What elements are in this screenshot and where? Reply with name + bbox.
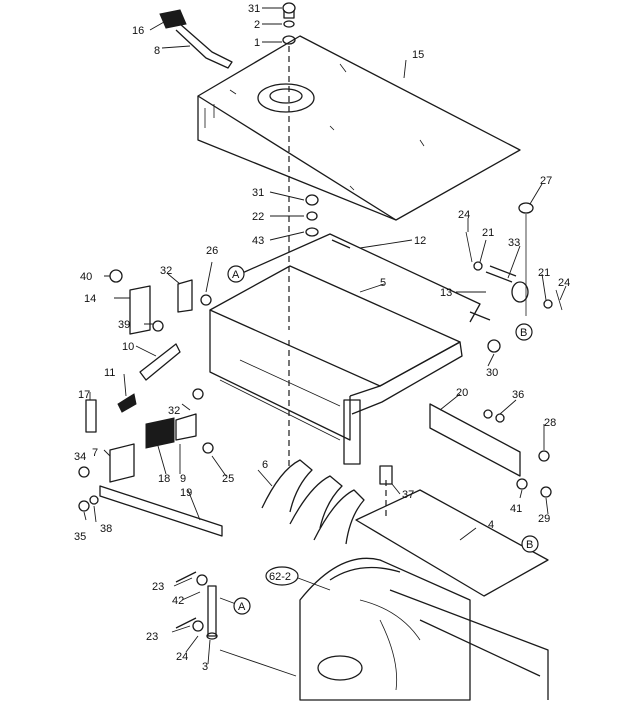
callout-36: 36 — [512, 389, 524, 401]
callout-31-top: 31 — [248, 3, 260, 15]
callout-39: 39 — [118, 319, 130, 331]
callout-40: 40 — [80, 271, 92, 283]
callout-22: 22 — [252, 211, 264, 223]
callout-7: 7 — [92, 447, 98, 459]
callout-5: 5 — [380, 277, 386, 289]
marker-b-lower: B — [521, 535, 539, 553]
svg-text:B: B — [526, 539, 533, 551]
callout-21-left: 21 — [482, 227, 494, 239]
callout-2: 2 — [254, 19, 260, 31]
shift-forks — [261, 459, 365, 545]
callout-35: 35 — [74, 531, 86, 543]
callout-12: 12 — [414, 235, 426, 247]
right-side-parts — [429, 202, 563, 498]
callout-28: 28 — [544, 417, 556, 429]
callout-labels: 31 2 1 16 8 15 31 22 43 12 26 32 5 40 14… — [74, 3, 570, 673]
callout-34: 34 — [74, 451, 86, 463]
callout-14: 14 — [84, 293, 96, 305]
callout-18: 18 — [158, 473, 170, 485]
leader-lines — [83, 7, 567, 677]
main-frame — [209, 233, 491, 465]
callout-11: 11 — [104, 367, 115, 379]
transmission-housing — [299, 557, 549, 701]
plate-assembly — [78, 388, 223, 537]
callout-23-top: 23 — [152, 581, 164, 593]
svg-text:A: A — [232, 269, 240, 281]
callout-10: 10 — [122, 341, 134, 353]
marker-b-right: B — [515, 323, 533, 341]
callout-41: 41 — [510, 503, 522, 515]
callout-27: 27 — [540, 175, 552, 187]
lever-arms — [85, 343, 181, 433]
callout-1: 1 — [254, 37, 260, 49]
callout-29: 29 — [538, 513, 550, 525]
reference-callout: 62-2 — [265, 566, 299, 586]
shift-lever — [159, 9, 233, 69]
callout-17: 17 — [78, 389, 90, 401]
cover-plate — [197, 35, 521, 221]
callout-3: 3 — [202, 661, 208, 673]
svg-text:A: A — [238, 601, 246, 613]
callout-13: 13 — [440, 287, 452, 299]
marker-a-top: A — [227, 265, 245, 283]
callout-33: 33 — [508, 237, 520, 249]
callout-31-mid: 31 — [252, 187, 264, 199]
callout-8: 8 — [154, 45, 160, 57]
svg-text:B: B — [520, 327, 527, 339]
callout-6: 6 — [262, 459, 268, 471]
callout-16: 16 — [132, 25, 144, 37]
knob-stack-top — [282, 2, 296, 45]
callout-20: 20 — [456, 387, 468, 399]
bottom-left-parts — [175, 571, 218, 640]
reference-62-2: 62-2 — [269, 571, 291, 583]
callout-4: 4 — [488, 519, 494, 531]
callout-19: 19 — [180, 487, 192, 499]
callout-23-low: 23 — [146, 631, 158, 643]
callout-42: 42 — [172, 595, 184, 607]
callout-37: 37 — [402, 489, 414, 501]
callout-24-left: 24 — [458, 209, 470, 221]
marker-a-lower: A — [233, 597, 251, 615]
callout-25: 25 — [222, 473, 234, 485]
callout-30: 30 — [486, 367, 498, 379]
lower-bracket — [355, 465, 549, 597]
callout-24-right: 24 — [558, 277, 570, 289]
callout-26: 26 — [206, 245, 218, 257]
callout-32-low: 32 — [168, 405, 180, 417]
callout-38: 38 — [100, 523, 112, 535]
callout-24-low: 24 — [176, 651, 188, 663]
callout-43: 43 — [252, 235, 264, 247]
knob-stack-mid — [305, 194, 319, 237]
callout-32-top: 32 — [160, 265, 172, 277]
callout-9: 9 — [180, 473, 186, 485]
callout-15: 15 — [412, 49, 424, 61]
callout-21-right: 21 — [538, 267, 550, 279]
